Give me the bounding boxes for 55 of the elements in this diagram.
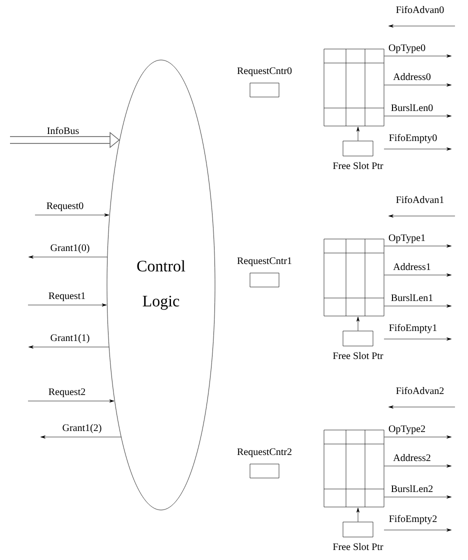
signal-label: FifoAdvan2 (396, 386, 444, 394)
fifo-table (324, 48, 384, 126)
signal-arrow (384, 54, 452, 58)
edge-label: Grant1(0) (50, 244, 90, 254)
node-label: RequestCntr0 (237, 67, 292, 76)
signal-arrow (384, 435, 452, 439)
signal-arrow (384, 464, 452, 468)
node-label: Free Slot Ptr (333, 543, 384, 550)
edge-label: BurslLen2 (391, 485, 433, 492)
edge-label: BurslLen1 (391, 294, 432, 302)
signal-label: FifoEmpty0 (389, 134, 437, 144)
node-label: RequestCntr2 (237, 448, 292, 458)
edge-label: BurslLen0 (391, 104, 433, 112)
pointer-arrow (356, 316, 360, 331)
edge-label: Address2 (393, 454, 430, 462)
signal-arrow (384, 495, 452, 499)
edge-label: Address0 (393, 73, 430, 80)
pointer-arrow (356, 508, 360, 522)
signal-arrow (384, 304, 452, 308)
node-label: RequestCntr1 (237, 257, 292, 266)
signal-arrow (28, 345, 110, 349)
counter-box: RequestCntr0 (237, 67, 292, 98)
signal-arrow (40, 435, 122, 439)
signal-arrow (28, 255, 108, 259)
edge-label: InfoBus (47, 126, 79, 134)
counter-box: RequestCntr2 (237, 448, 292, 478)
signal-arrow (28, 399, 114, 403)
signal-arrow (384, 244, 452, 248)
signal-label: FifoAdvan1 (396, 196, 444, 204)
signal-label: FifoAdvan0 (396, 6, 444, 14)
edge-label: Request1 (48, 292, 86, 302)
signal-arrow (384, 83, 452, 87)
pointer-box: Free Slot Ptr (333, 522, 384, 550)
edge-label: Grant1(2) (62, 424, 102, 434)
fifo-table (324, 238, 384, 316)
edge-label: Address1 (393, 263, 430, 270)
signal-arrow (28, 303, 107, 307)
signal-arrow (384, 114, 452, 118)
edge-label: Request0 (46, 202, 84, 212)
edge-label: OpType1 (388, 234, 425, 244)
edge-label: OpType0 (388, 44, 426, 54)
signal-label: FifoEmpty1 (389, 324, 437, 334)
node-label: Free Slot Ptr (333, 162, 384, 170)
signal-label: FifoEmpty2 (389, 514, 437, 524)
node-label: Free Slot Ptr (333, 352, 384, 360)
fifo-table (324, 430, 384, 508)
pointer-arrow (356, 126, 360, 141)
pointer-box: Free Slot Ptr (333, 140, 384, 170)
counter-box: RequestCntr1 (237, 257, 292, 288)
edge-label: Grant1(1) (50, 334, 90, 344)
pointer-box: Free Slot Ptr (333, 330, 384, 360)
edge-label: Request2 (48, 388, 86, 398)
signal-arrow (384, 273, 452, 277)
edge-label: OpType2 (388, 425, 425, 434)
signal-arrow (34, 213, 110, 217)
